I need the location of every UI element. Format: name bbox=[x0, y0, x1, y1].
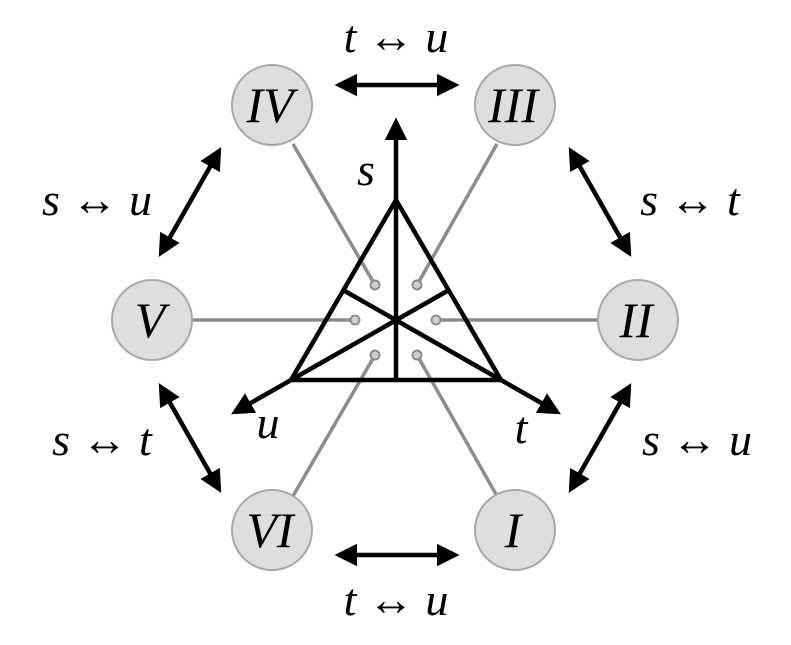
connector-iii bbox=[415, 143, 499, 286]
axis-u-arrow bbox=[231, 378, 293, 415]
point-iii bbox=[411, 279, 423, 291]
median-t bbox=[341, 288, 503, 382]
region-iv-circle bbox=[231, 64, 313, 146]
region-ii-circle bbox=[597, 279, 679, 361]
region-i-circle bbox=[474, 489, 556, 571]
connector-vi bbox=[291, 354, 377, 497]
point-vi bbox=[369, 349, 381, 361]
axis-t-label: t bbox=[515, 402, 529, 453]
region-v-label: V bbox=[135, 292, 171, 348]
region-vi-label: VI bbox=[246, 502, 296, 558]
region-iii-label: III bbox=[487, 77, 540, 133]
swap-label-upper-right: s ↔ t bbox=[640, 174, 741, 225]
point-i bbox=[411, 349, 423, 361]
region-ii-label: II bbox=[618, 292, 655, 348]
swap-arrow-lower-left bbox=[158, 383, 222, 493]
region-iv-label: IV bbox=[245, 77, 299, 133]
swap-label-upper-left: s ↔ u bbox=[42, 174, 152, 225]
connector-i bbox=[415, 354, 499, 497]
swap-arrow-upper-left bbox=[158, 147, 222, 257]
region-iii-circle bbox=[474, 64, 556, 146]
axis-u-label: u bbox=[257, 397, 280, 448]
region-i-label: I bbox=[504, 502, 524, 558]
swap-label-lower-left: s ↔ t bbox=[52, 414, 153, 465]
point-ii bbox=[430, 314, 442, 326]
swap-arrow-lower-right bbox=[568, 383, 632, 493]
swap-label-bottom: t ↔ u bbox=[344, 574, 449, 625]
swap-arrows bbox=[158, 73, 632, 567]
axis-arrows bbox=[231, 117, 561, 415]
region-v-circle bbox=[111, 279, 193, 361]
point-v bbox=[349, 314, 361, 326]
point-iv bbox=[369, 279, 381, 291]
simplex-triangle bbox=[287, 195, 505, 383]
axis-s-label: s bbox=[357, 144, 375, 195]
swap-arrow-upper-right bbox=[568, 147, 632, 257]
swap-label-lower-right: s ↔ u bbox=[642, 414, 752, 465]
region-circles bbox=[111, 64, 679, 571]
axis-t-arrow bbox=[499, 378, 561, 415]
region-points bbox=[349, 279, 442, 361]
median-u bbox=[289, 288, 451, 382]
swap-label-top: t ↔ u bbox=[344, 11, 449, 62]
region-vi-circle bbox=[231, 489, 313, 571]
